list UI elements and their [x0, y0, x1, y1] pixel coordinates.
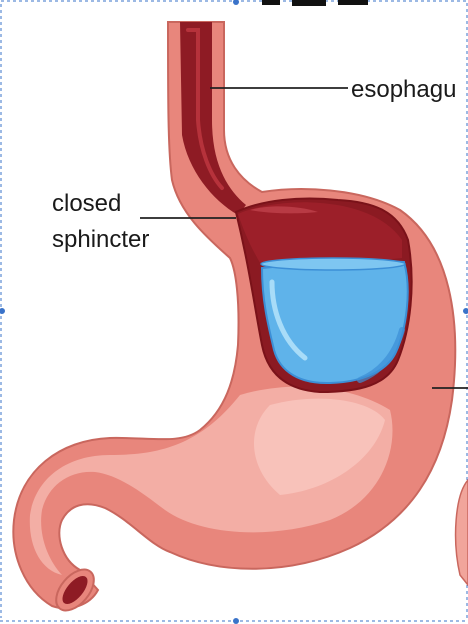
esophagus-label: esophagu [351, 76, 457, 103]
pylorus-opening [62, 575, 88, 605]
liquid-highlight [269, 279, 308, 361]
sphincter-label: sphincter [52, 226, 150, 253]
cropped-title-fragment [262, 0, 368, 6]
selection-handle-top[interactable] [233, 0, 239, 5]
liquid-shadow [357, 327, 405, 383]
liquid-surface [260, 257, 406, 271]
stomach-highlight [253, 398, 385, 495]
food-highlight [250, 206, 318, 214]
esophagus-highlight [186, 28, 224, 190]
food-contents [238, 202, 402, 266]
adjacent-organ-fragment [454, 478, 468, 587]
selection-handle-left[interactable] [0, 308, 5, 314]
closed-label: closed [52, 190, 122, 217]
selection-handle-right[interactable] [463, 308, 468, 314]
selection-handle-bottom[interactable] [233, 618, 239, 624]
